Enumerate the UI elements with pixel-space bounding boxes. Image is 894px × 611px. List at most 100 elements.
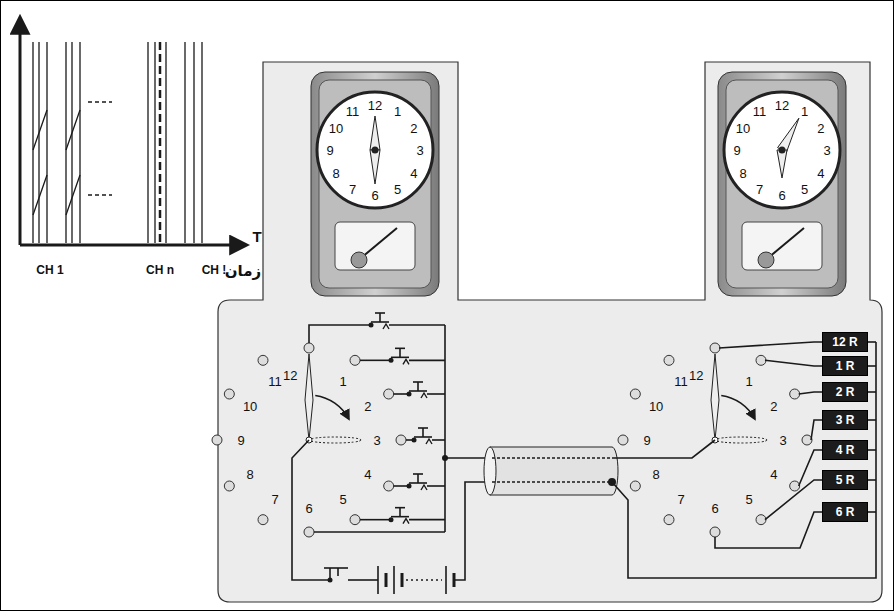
switch-position: 1 — [745, 375, 752, 388]
pulse — [154, 42, 155, 243]
switch-position: 11 — [674, 375, 688, 388]
button-contact — [389, 517, 394, 522]
switch-position: 10 — [243, 400, 257, 413]
switch-position: 10 — [649, 400, 663, 413]
wire — [765, 360, 822, 366]
clock-face — [317, 92, 433, 208]
relay-coil: 1 R — [822, 356, 868, 376]
clock-case — [718, 72, 846, 296]
button-contact — [407, 392, 412, 397]
push-button — [409, 482, 427, 484]
relay-label: 2 R — [836, 385, 855, 399]
pendulum-rod — [361, 228, 397, 258]
switch-contact — [396, 435, 406, 445]
switch-contact — [664, 355, 674, 365]
clock-numeral: 5 — [801, 182, 808, 195]
wire — [868, 365, 876, 367]
wire — [427, 393, 445, 395]
push-button — [417, 474, 419, 483]
push-button — [403, 359, 409, 364]
wire — [868, 419, 876, 421]
channel-label: CH 1 — [36, 264, 63, 276]
battery-cell — [401, 573, 404, 587]
wire — [389, 324, 445, 326]
clock-pivot — [779, 147, 786, 154]
clock-pivot — [372, 147, 379, 154]
clock-case — [311, 72, 439, 296]
wire — [292, 440, 330, 580]
clock-numeral: 8 — [739, 166, 746, 179]
push-button — [426, 439, 432, 444]
cable-wire — [492, 481, 612, 482]
switch-contact — [212, 435, 222, 445]
pulse — [46, 42, 47, 243]
push-button — [383, 324, 389, 329]
push-button — [414, 436, 432, 438]
cable-wire — [492, 457, 612, 458]
switch-position: 11 — [268, 375, 282, 388]
switch-position: 9 — [643, 434, 650, 447]
switch-position: 9 — [237, 434, 244, 447]
relay-label: 4 R — [836, 443, 855, 457]
switch-position: 2 — [770, 400, 777, 413]
clock-numeral: 1 — [801, 105, 808, 118]
pulse — [33, 110, 47, 150]
rotation-arrow — [315, 395, 348, 418]
switch-contact — [630, 389, 640, 399]
relay-label: 1 R — [836, 359, 855, 373]
switch-position: 4 — [364, 468, 371, 481]
battery-cell — [445, 566, 447, 594]
wire — [799, 392, 822, 394]
wire — [394, 393, 408, 395]
pulse — [193, 42, 194, 243]
y-axis — [19, 18, 22, 245]
relay-label: 5 R — [836, 473, 855, 487]
panel — [218, 62, 882, 602]
pendulum-rod — [768, 228, 804, 258]
channel-label: CH n — [146, 264, 174, 276]
push-button — [421, 485, 427, 490]
clock-numeral: 2 — [817, 121, 824, 134]
clock-numeral: 3 — [416, 144, 423, 157]
wire — [360, 360, 390, 362]
wire — [612, 440, 715, 458]
switch-contact — [790, 389, 800, 399]
push-button — [399, 508, 401, 517]
switch-position: 12 — [689, 368, 703, 381]
switch-arm — [305, 354, 313, 440]
relay-coil: 5 R — [822, 470, 868, 490]
switch-contact — [258, 355, 268, 365]
pendulum-window — [742, 222, 822, 270]
relay-coil: 2 R — [822, 382, 868, 402]
battery-cell — [385, 573, 388, 587]
relay-coil: 6 R — [822, 502, 868, 522]
junction — [328, 578, 333, 583]
axis-label: زمان — [225, 263, 261, 278]
switch-contact — [304, 527, 314, 537]
switch-contact — [790, 481, 800, 491]
clock-numeral: 7 — [756, 182, 763, 195]
wire — [314, 531, 445, 533]
pulse — [79, 42, 80, 243]
wire — [454, 482, 492, 580]
pulse — [147, 42, 148, 243]
push-button — [371, 321, 389, 323]
wire — [409, 519, 445, 521]
relay-label: 6 R — [836, 505, 855, 519]
clock-numeral: 1 — [394, 105, 401, 118]
wire — [811, 420, 822, 440]
pulse — [159, 42, 162, 243]
switch-contact — [664, 515, 674, 525]
switch-position: 4 — [770, 468, 777, 481]
button-contact — [369, 323, 374, 328]
cable-end — [484, 447, 496, 495]
wire — [309, 325, 370, 343]
pulse — [33, 175, 47, 215]
push-button — [403, 519, 409, 524]
wire — [868, 449, 876, 451]
clock-numeral: 11 — [753, 105, 767, 118]
clock-numeral: 10 — [329, 121, 343, 134]
clock-numeral: 11 — [346, 105, 360, 118]
clock-numeral: 3 — [823, 144, 830, 157]
relay-label: 3 R — [836, 413, 855, 427]
